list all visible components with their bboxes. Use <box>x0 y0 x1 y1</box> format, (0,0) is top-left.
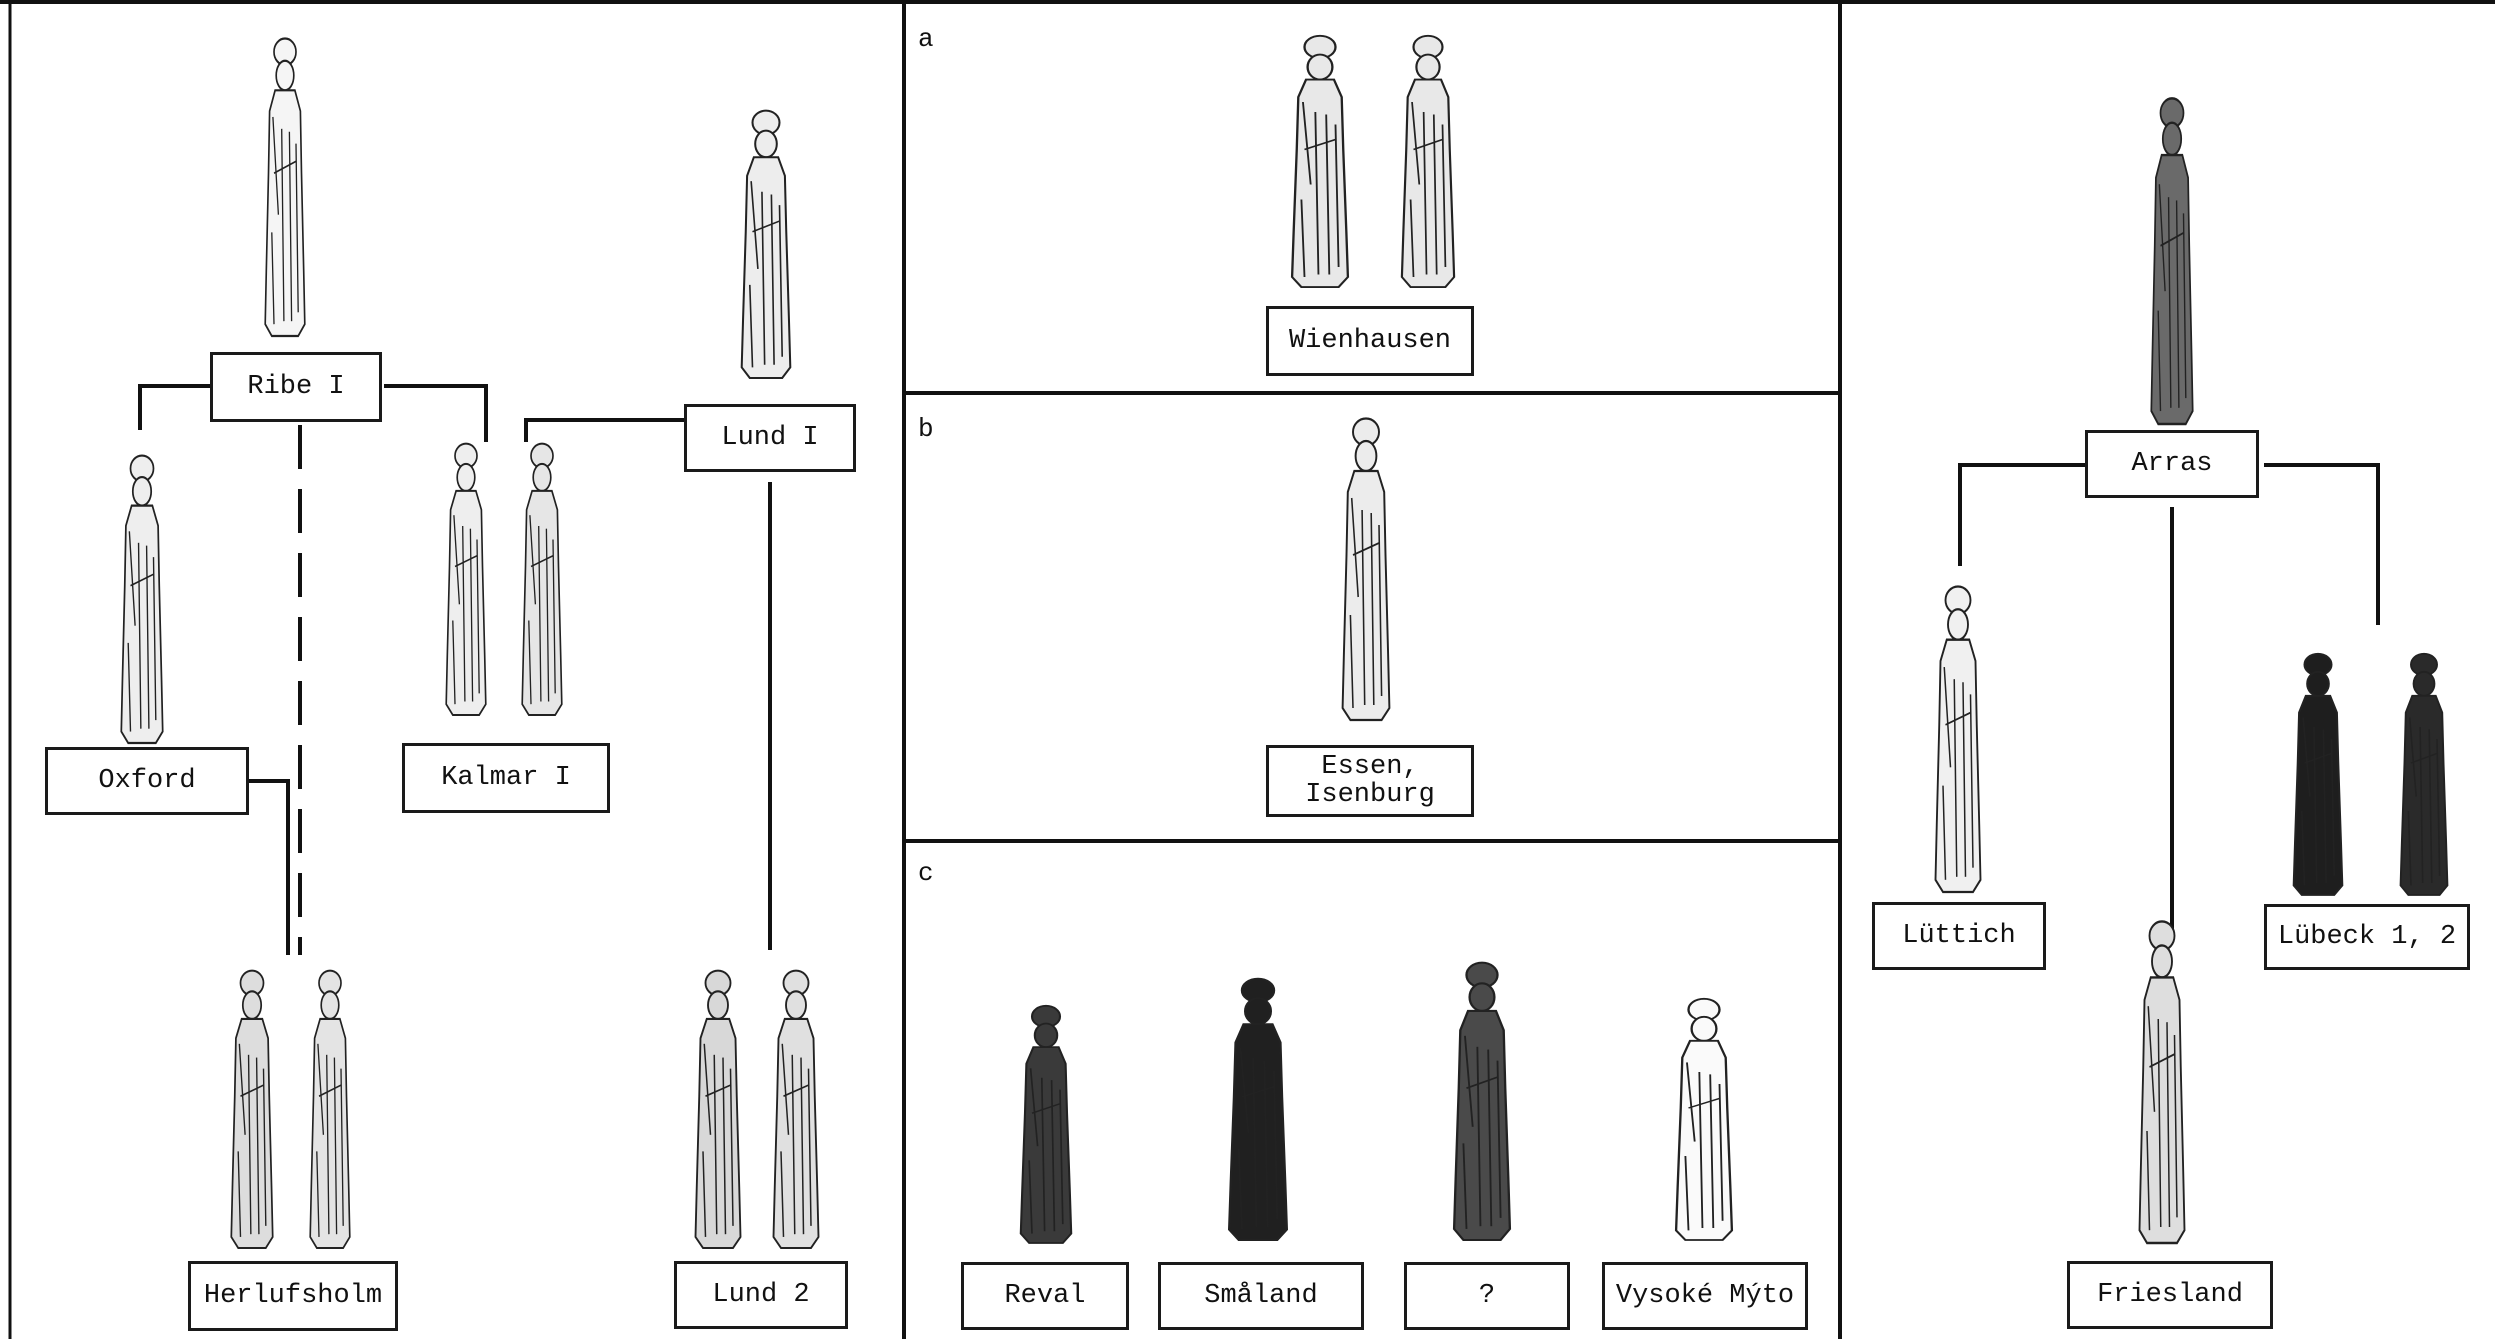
label-ribe-1: Ribe I <box>210 352 382 422</box>
label-lund-1: Lund I <box>684 404 856 472</box>
statue-wienhausen-a <box>1292 36 1348 287</box>
label-oxford: Oxford <box>45 747 249 815</box>
label-arras: Arras <box>2085 430 2259 498</box>
statue-kalmar-b <box>522 444 562 715</box>
label-friesland: Friesland <box>2067 1261 2273 1329</box>
section-letter-b: b <box>918 414 934 444</box>
label-unknown: ? <box>1404 1262 1570 1330</box>
section-letter-c: c <box>918 858 934 888</box>
statue-arras <box>2151 98 2192 424</box>
statue-figures <box>121 36 2447 1248</box>
label-smaland: Småland <box>1158 1262 1364 1330</box>
statue-herlufsholm-b <box>310 971 350 1248</box>
statue-essen-isenburg <box>1343 419 1390 721</box>
statue-herlufsholm-a <box>231 971 272 1248</box>
statue-lund-2a <box>696 971 741 1248</box>
label-lund-2: Lund 2 <box>674 1261 848 1329</box>
statue-lubeck-2 <box>2401 654 2448 895</box>
statue-unknown <box>1454 963 1510 1240</box>
statue-lund-2b <box>774 971 819 1248</box>
statue-friesland <box>2140 921 2185 1243</box>
statue-vysoke-myto <box>1676 999 1732 1240</box>
label-wienhausen: Wienhausen <box>1266 306 1474 376</box>
statue-ribe-1 <box>265 39 305 336</box>
label-kalmar-1: Kalmar I <box>402 743 610 813</box>
label-essen-isenburg: Essen, Isenburg <box>1266 745 1474 817</box>
label-lubeck-1-2: Lübeck 1, 2 <box>2264 904 2470 970</box>
statue-lund-1 <box>742 111 791 378</box>
statue-luttich <box>1936 586 1981 892</box>
label-reval: Reval <box>961 1262 1129 1330</box>
section-letter-a: a <box>918 24 934 54</box>
label-herlufsholm: Herlufsholm <box>188 1261 398 1331</box>
statue-oxford <box>121 456 162 743</box>
statue-lubeck-1 <box>2294 654 2343 895</box>
statue-smaland <box>1229 979 1287 1240</box>
statue-wienhausen-b <box>1402 36 1454 287</box>
statue-reval <box>1021 1006 1071 1243</box>
label-luttich: Lüttich <box>1872 902 2046 970</box>
statue-kalmar-a <box>446 444 486 715</box>
label-vysoke-myto: Vysoké Mýto <box>1602 1262 1808 1330</box>
